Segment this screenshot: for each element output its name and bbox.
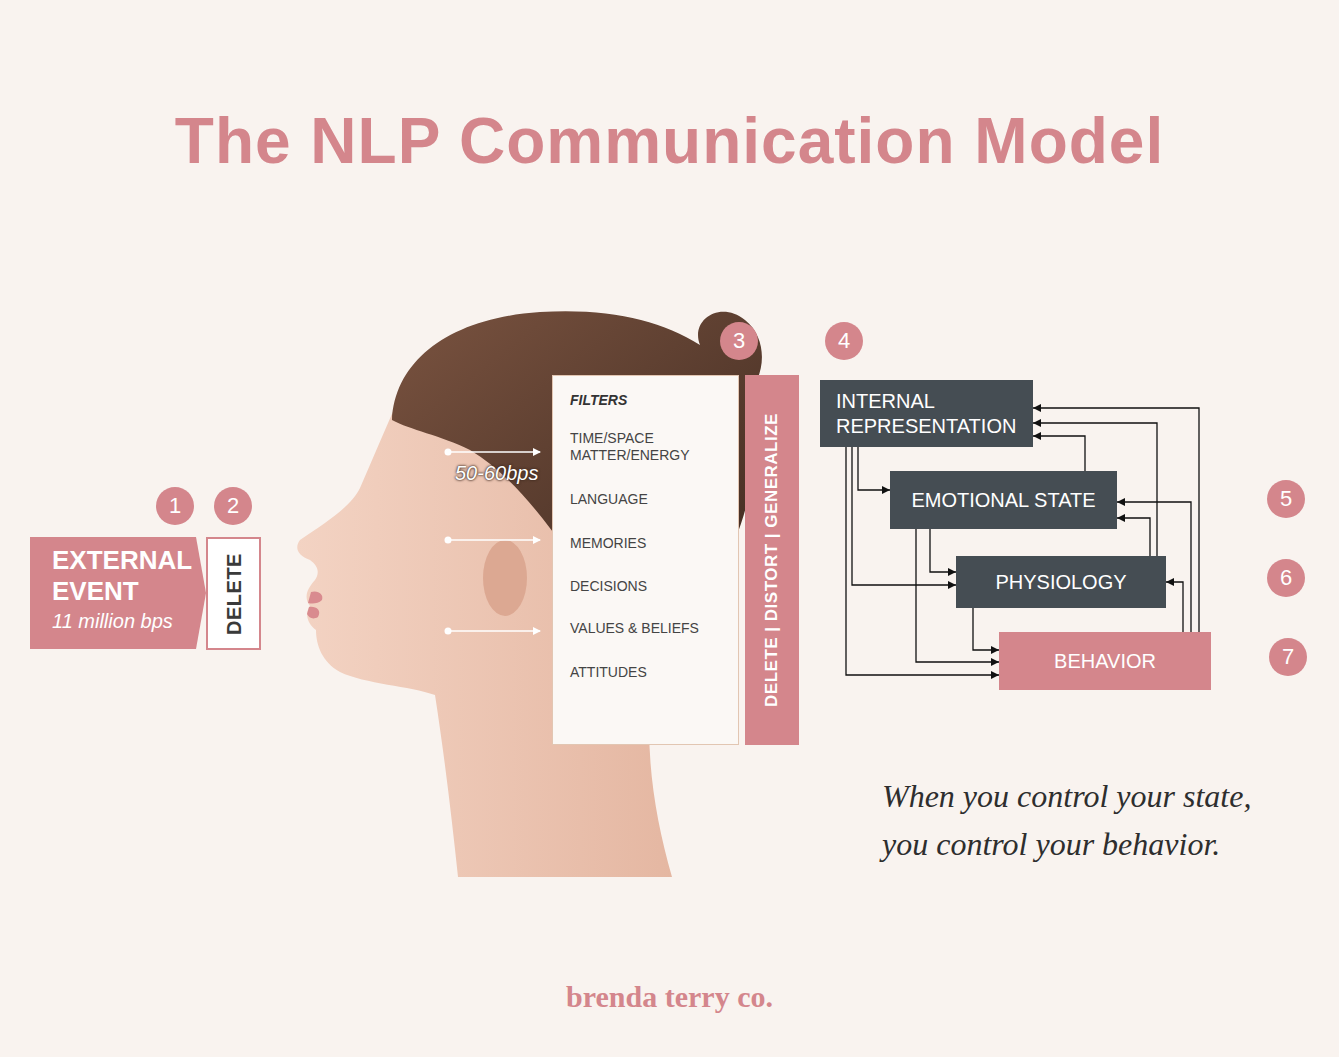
leader-lines <box>445 449 541 635</box>
connector-arrow <box>1033 436 1085 471</box>
process-box: PHYSIOLOGY <box>956 556 1166 608</box>
filters-heading: FILTERS <box>570 392 720 409</box>
filter-process-band: DELETE | DISTORT | GENERALIZE <box>745 375 799 745</box>
connector-arrow <box>973 608 999 650</box>
external-event-box: EXTERNAL EVENT11 million bps <box>30 537 206 649</box>
process-box: EMOTIONAL STATE <box>890 471 1117 529</box>
connector-arrow <box>858 447 890 490</box>
filter-item: LANGUAGE <box>570 491 720 508</box>
callout-number: 4 <box>825 322 863 360</box>
box-label: EMOTIONAL STATE <box>911 488 1095 513</box>
callout-number: 6 <box>1267 559 1305 597</box>
caption: When you control your state, you control… <box>882 772 1302 868</box>
leader-line <box>448 539 540 541</box>
callout-number: 5 <box>1267 480 1305 518</box>
connector-arrow <box>1166 582 1183 632</box>
box-label: PHYSIOLOGY <box>995 570 1126 595</box>
leader-line <box>448 451 540 453</box>
event-shape-fill <box>30 537 206 649</box>
box-label: INTERNAL REPRESENTATION <box>836 389 1017 439</box>
connector-arrow <box>930 529 956 572</box>
filter-item: VALUES & BELIEFS <box>570 620 720 637</box>
filter-item: ATTITUDES <box>570 664 720 681</box>
event-title: EXTERNAL EVENT <box>52 545 192 607</box>
leader-line <box>448 630 540 632</box>
event-rate: 11 million bps <box>52 607 192 635</box>
brand-name: brenda terry co. <box>0 980 1339 1014</box>
callout-number: 3 <box>720 322 758 360</box>
bandwidth-label: 50-60bps <box>455 462 538 485</box>
filter-item: MEMORIES <box>570 535 720 552</box>
callout-number: 1 <box>156 487 194 525</box>
box-label: BEHAVIOR <box>1054 649 1156 674</box>
vertical-label: DELETE <box>222 553 245 635</box>
filter-item: DECISIONS <box>570 578 720 595</box>
process-box: BEHAVIOR <box>999 632 1211 690</box>
process-box: INTERNAL REPRESENTATION <box>820 380 1033 447</box>
callout-number: 2 <box>214 487 252 525</box>
title: The NLP Communication Model <box>0 104 1339 178</box>
filters-box: FILTERS TIME/SPACE MATTER/ENERGY LANGUAGE M… <box>552 375 739 745</box>
vertical-label: DELETE | DISTORT | GENERALIZE <box>762 413 782 707</box>
callout-number: 7 <box>1269 638 1307 676</box>
connector-arrow <box>1117 518 1150 556</box>
filter-item: TIME/SPACE MATTER/ENERGY <box>570 430 720 464</box>
delete-box: DELETE <box>206 537 261 650</box>
ear <box>483 540 527 616</box>
lips <box>307 591 322 618</box>
